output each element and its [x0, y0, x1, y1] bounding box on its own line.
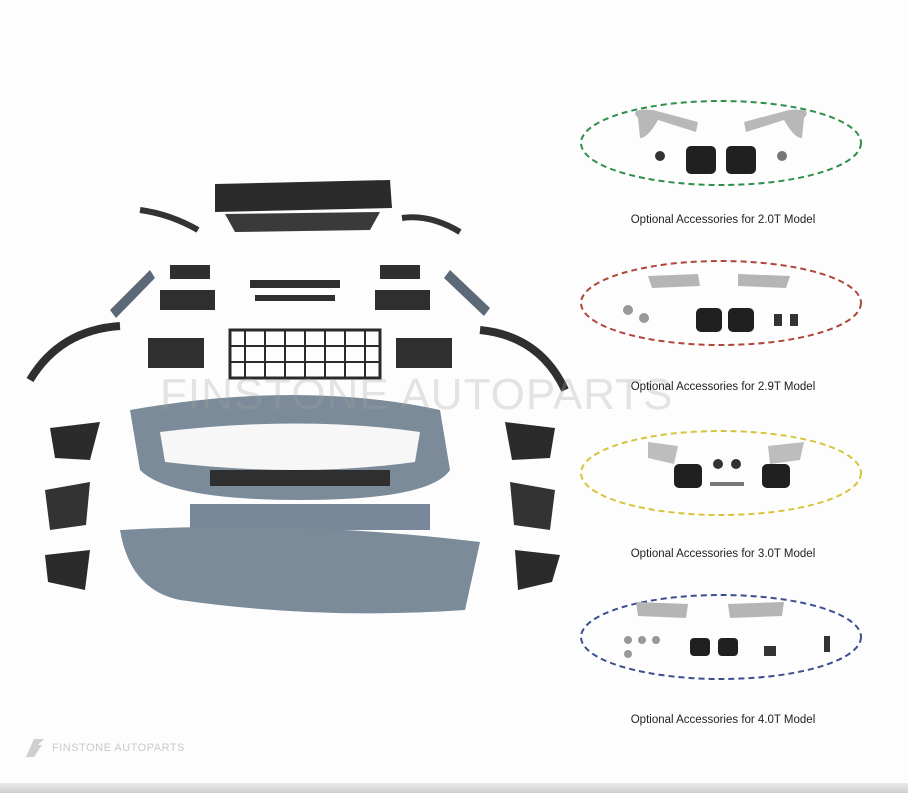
- option-caption-2-0t: Optional Accessories for 2.0T Model: [630, 214, 816, 226]
- bottom-divider: [0, 783, 908, 793]
- option-2-0t-exhaust: [578, 98, 864, 186]
- watermark-text: FINSTONE AUTOPARTS: [160, 370, 674, 419]
- option-4-0t-exhaust: [578, 592, 864, 680]
- option-caption-2-9t: Optional Accessories for 2.9T Model: [630, 381, 816, 393]
- body-kit-illustration: [26, 180, 569, 614]
- brand-logo-text: FINSTONE AUTOPARTS: [52, 742, 185, 754]
- brand-logo: FINSTONE AUTOPARTS: [24, 728, 224, 768]
- option-2-9t-exhaust: [578, 258, 864, 346]
- option-3-0t-exhaust: [578, 428, 864, 516]
- option-caption-4-0t: Optional Accessories for 4.0T Model: [630, 714, 816, 726]
- option-caption-3-0t: Optional Accessories for 3.0T Model: [630, 548, 816, 560]
- brand-mark-icon: [26, 739, 44, 757]
